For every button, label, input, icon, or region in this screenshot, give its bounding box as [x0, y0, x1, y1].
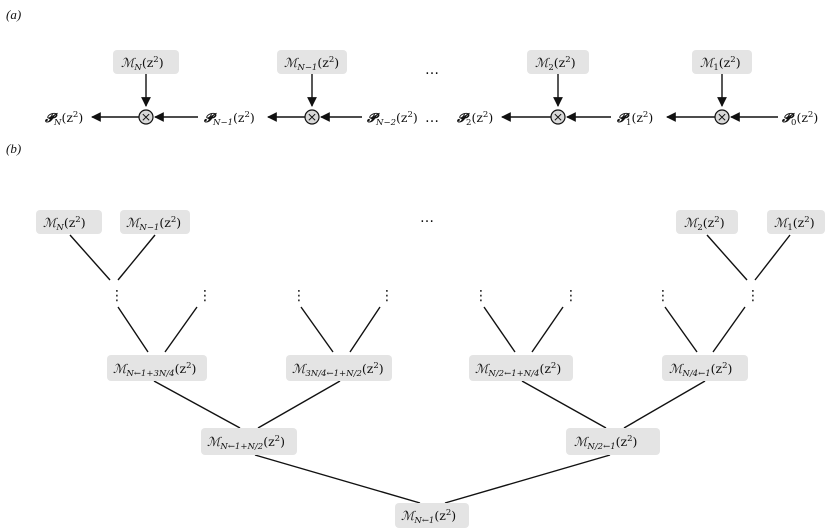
tree-level1-node-0: ℳN←1+N/2(z2)	[201, 428, 297, 455]
tree-edge	[300, 306, 334, 353]
node-label: ℳN−1(z2)	[126, 215, 181, 233]
node-box	[120, 210, 190, 234]
multiply-node: ×	[138, 109, 154, 125]
node-label: ℳ2(z2)	[684, 215, 725, 233]
chain-multiplier-2: ℳ2(z2)	[527, 50, 589, 74]
multiplier-box	[277, 50, 347, 74]
multiply-node: ×	[714, 109, 730, 125]
vdots: ⋮	[656, 288, 670, 304]
panel-label-b: (b)	[6, 141, 21, 156]
svg-text:×: ×	[717, 109, 727, 124]
tree-edge	[664, 306, 698, 353]
chain-ellipsis-top: …	[425, 62, 441, 78]
multiply-node: ×	[550, 109, 566, 125]
node-box	[662, 355, 748, 381]
tree-leaf-3: ℳ1(z2)	[767, 210, 825, 234]
propagator-label-3: 𝓟2(z2)	[456, 110, 493, 128]
node-label: ℳN/2←1+N/4(z2)	[475, 361, 561, 379]
multiplier-label: ℳ1(z2)	[700, 55, 741, 73]
chain-multiplier-1: ℳN−1(z2)	[277, 50, 347, 74]
svg-text:×: ×	[141, 109, 151, 124]
chain-ellipsis-mid: …	[425, 110, 441, 126]
node-label: ℳN←1+N/2(z2)	[207, 434, 285, 452]
node-label: ℳN(z2)	[43, 215, 86, 233]
node-box	[767, 210, 825, 234]
tree-level2-node-0: ℳN←1+3N/4(z2)	[107, 355, 207, 381]
tree-level1-node-1: ℳN/2←1(z2)	[566, 428, 660, 455]
tree-ellipsis-top: …	[420, 210, 436, 226]
vdots: ⋮	[292, 288, 306, 304]
node-label: ℳN/2←1(z2)	[574, 434, 637, 452]
node-label: ℳ1(z2)	[774, 215, 815, 233]
tree-vdots: ⋮ ⋮ ⋮ ⋮ ⋮ ⋮ ⋮ ⋮	[110, 288, 760, 304]
tree-edge	[712, 306, 746, 353]
multiplier-box	[692, 50, 752, 74]
node-box	[36, 210, 102, 234]
multiply-node: ×	[304, 109, 320, 125]
multiplier-box	[113, 50, 179, 74]
vdots: ⋮	[746, 288, 760, 304]
tree-edge	[754, 234, 791, 281]
propagator-label-0: 𝓟N(z2)	[44, 110, 83, 128]
chain-multiplier-0: ℳN(z2)	[113, 50, 179, 74]
tree-edge	[531, 306, 564, 353]
tree-edge	[483, 306, 516, 353]
tree-leaf-0: ℳN(z2)	[36, 210, 102, 234]
tree-edges	[69, 234, 791, 504]
vdots: ⋮	[198, 288, 212, 304]
svg-text:×: ×	[553, 109, 563, 124]
tree-diagram: ⋮ ⋮ ⋮ ⋮ ⋮ ⋮ ⋮ ⋮ … ℳN(z2) ℳN−1(z2) ℳ2(z2)…	[36, 210, 825, 528]
multiplier-label: ℳN(z2)	[121, 55, 164, 73]
tree-edge	[623, 380, 706, 429]
vdots: ⋮	[110, 288, 124, 304]
svg-text:×: ×	[307, 109, 317, 124]
tree-edge	[444, 454, 611, 504]
tree-edge	[706, 234, 748, 281]
tree-edge	[69, 234, 111, 281]
node-box	[286, 355, 392, 381]
multiplier-box	[527, 50, 589, 74]
tree-edge	[117, 234, 156, 281]
node-box	[566, 428, 660, 455]
tree-edge	[257, 380, 341, 429]
chain-multiplier-3: ℳ1(z2)	[692, 50, 752, 74]
node-box	[469, 355, 573, 381]
propagator-label-1: 𝓟N−1(z2)	[203, 110, 255, 128]
propagator-label-5: 𝓟0(z2)	[781, 110, 818, 128]
node-box	[201, 428, 297, 455]
node-label: ℳN/4←1(z2)	[669, 361, 732, 379]
tree-edge	[254, 454, 421, 504]
tree-edge	[153, 380, 241, 429]
node-label: ℳ3N/4←1+N/2(z2)	[292, 361, 384, 379]
tree-level2-node-2: ℳN/2←1+N/4(z2)	[469, 355, 573, 381]
vdots: ⋮	[380, 288, 394, 304]
multiplier-label: ℳN−1(z2)	[284, 55, 339, 73]
node-label: ℳN←1+3N/4(z2)	[113, 361, 196, 379]
node-label: ℳN←1(z2)	[401, 508, 456, 526]
tree-leaf-2: ℳ2(z2)	[676, 210, 738, 234]
vdots: ⋮	[564, 288, 578, 304]
multiplier-label: ℳ2(z2)	[535, 55, 576, 73]
tree-leaf-1: ℳN−1(z2)	[120, 210, 190, 234]
tree-edge	[521, 380, 607, 429]
node-box	[395, 503, 469, 528]
tree-edge	[117, 306, 149, 353]
node-box	[676, 210, 738, 234]
tree-edge	[164, 306, 198, 353]
panel-label-a: (a)	[6, 7, 21, 22]
tree-edge	[349, 306, 381, 353]
tree-level2-node-1: ℳ3N/4←1+N/2(z2)	[286, 355, 392, 381]
tree-root-node: ℳN←1(z2)	[395, 503, 469, 528]
vdots: ⋮	[474, 288, 488, 304]
propagator-label-2: 𝓟N−2(z2)	[366, 110, 418, 128]
chain-diagram: ℳN(z2) ℳN−1(z2) ℳ2(z2) ℳ1(z2) … × ×	[44, 50, 818, 128]
tree-level2-node-3: ℳN/4←1(z2)	[662, 355, 748, 381]
propagator-label-4: 𝓟1(z2)	[616, 110, 653, 128]
node-box	[107, 355, 207, 381]
